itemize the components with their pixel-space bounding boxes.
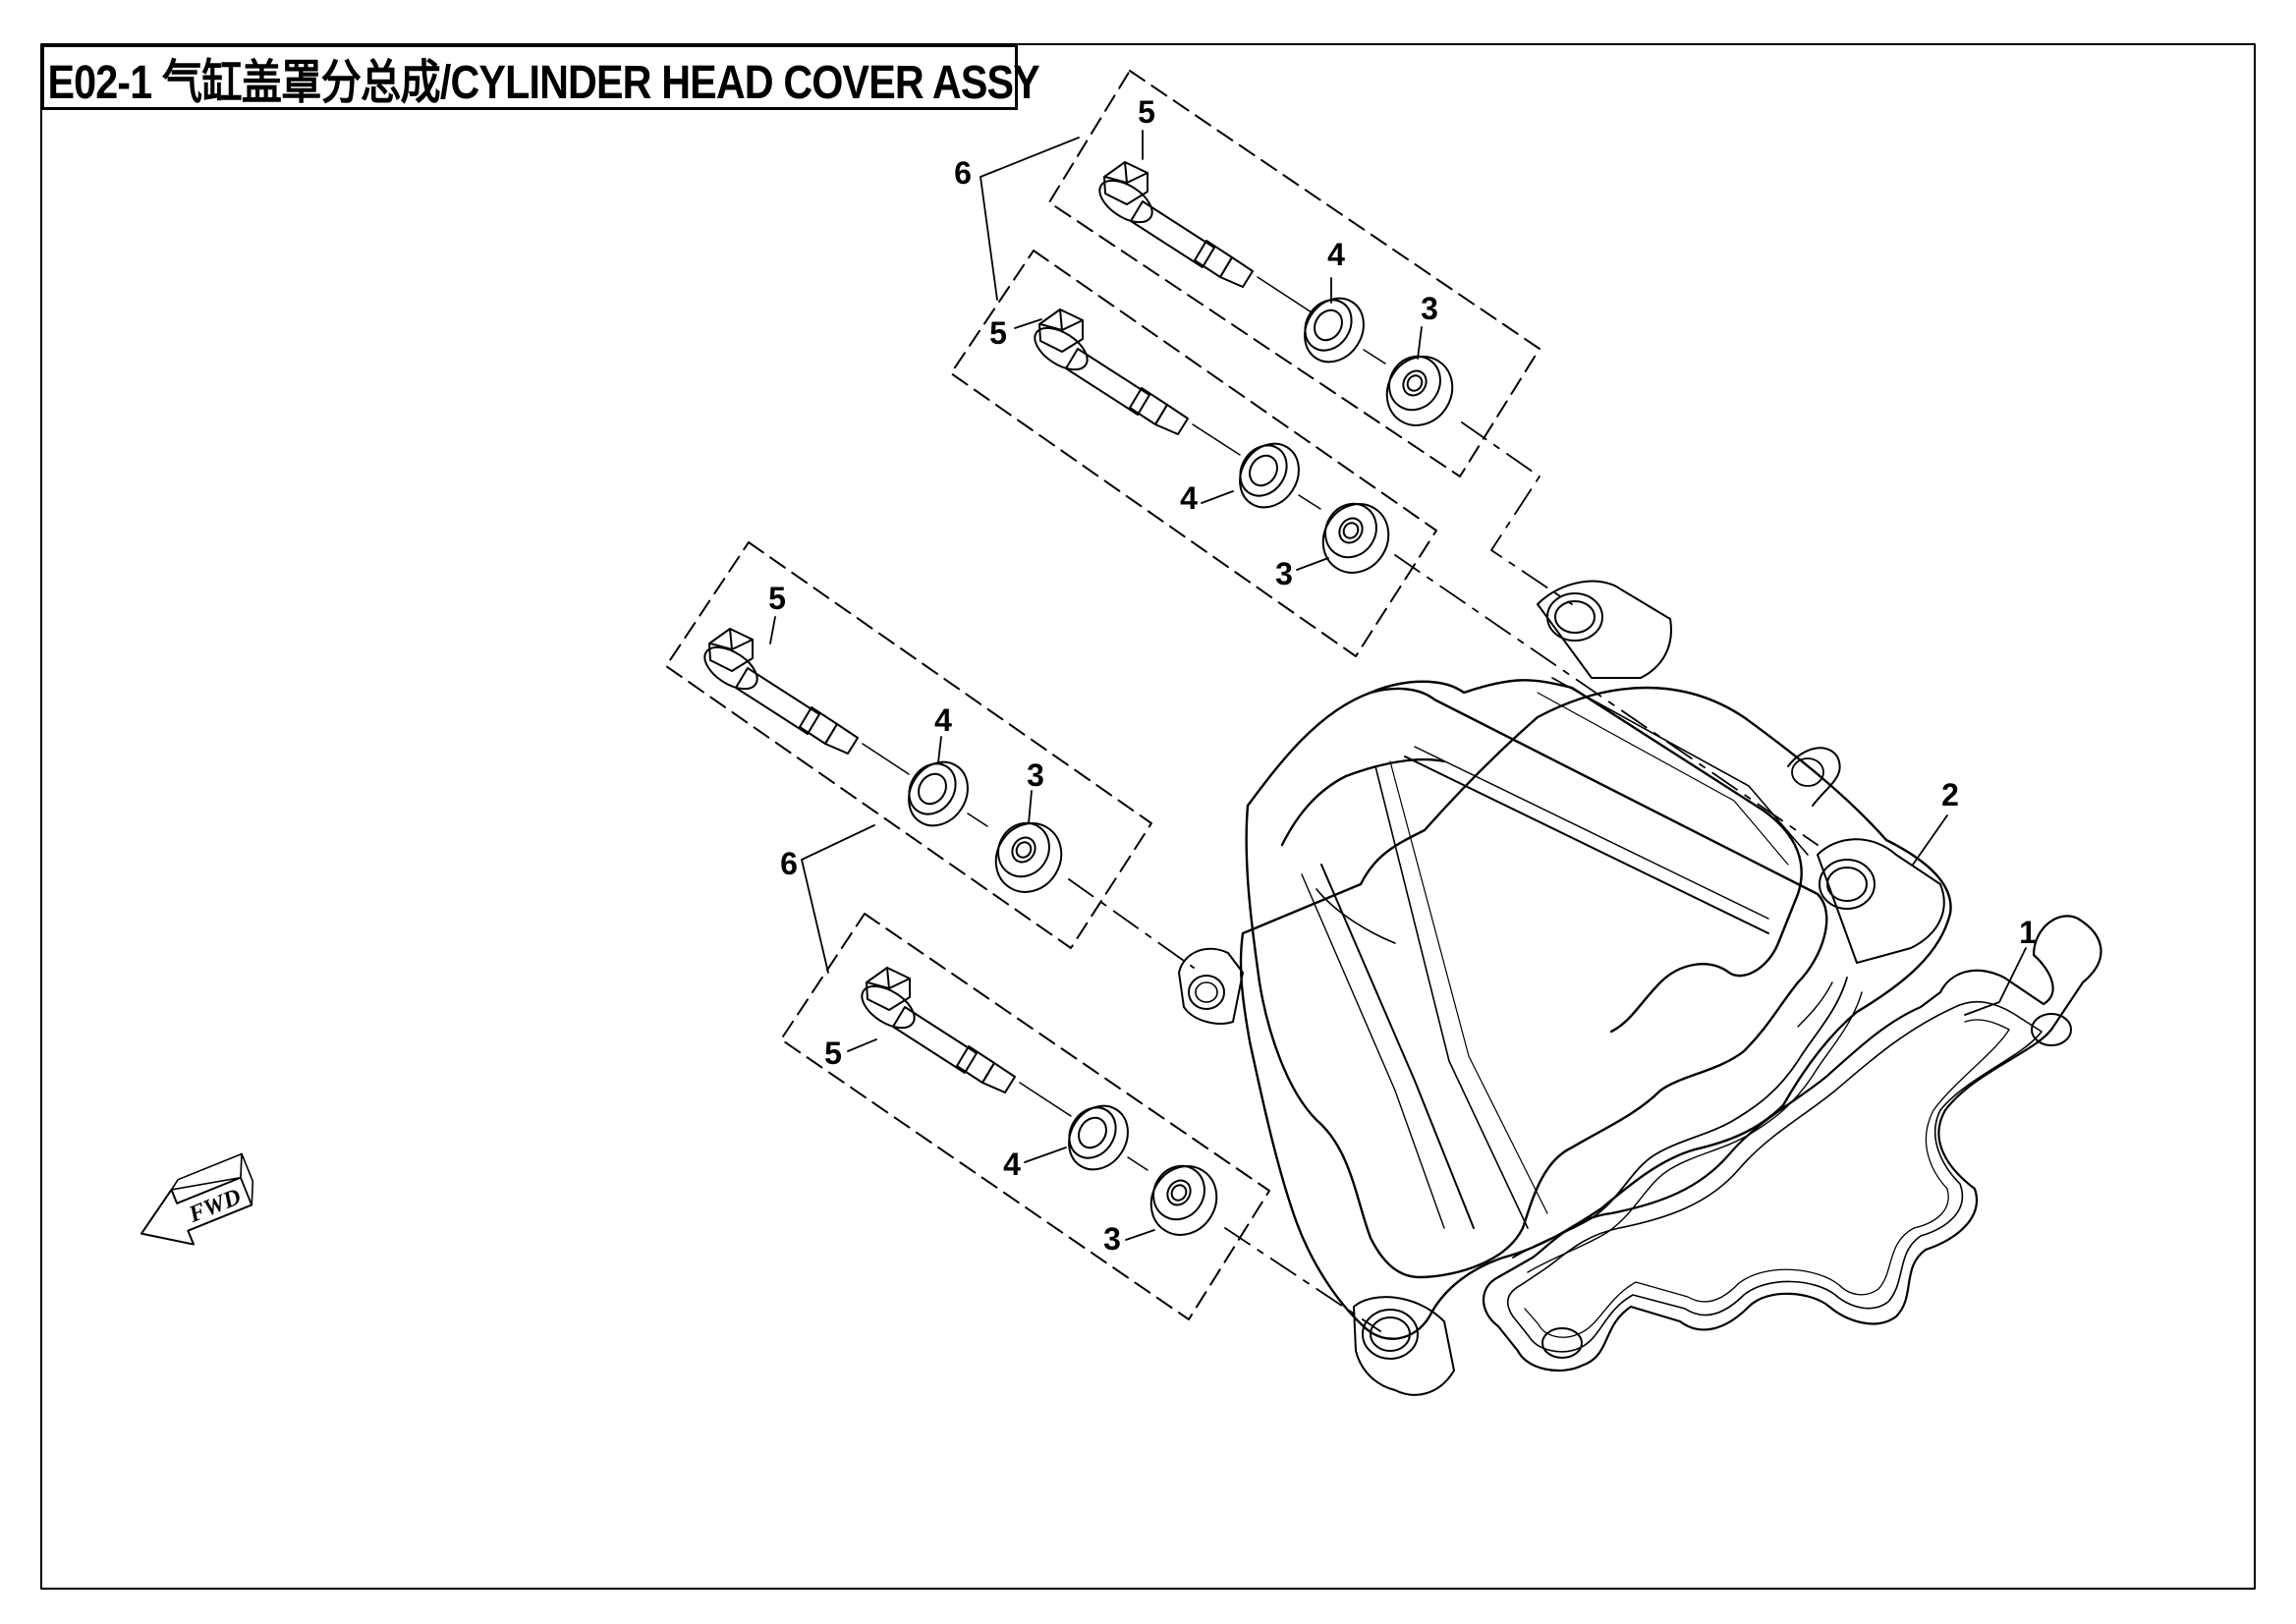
- bolt-5: [1098, 161, 1313, 313]
- nut-3: [994, 821, 1063, 893]
- diagram-title: E02-1 气缸盖罩分总成/CYLINDER HEAD COVER ASSY: [44, 43, 1039, 112]
- hardware-group-d: [780, 913, 1270, 1320]
- assembly-centerlines: [1068, 421, 1819, 1332]
- title-separator: /: [439, 56, 452, 109]
- washer-4: [1239, 442, 1321, 510]
- mount-boss-right: [1787, 747, 1945, 964]
- cover-gasket: [1483, 915, 2102, 1372]
- title-code: E02-1: [47, 56, 152, 109]
- page-border: [40, 43, 2256, 1590]
- group-d-boundary: [780, 913, 1270, 1320]
- bolt-5: [1034, 308, 1241, 456]
- callout-5: 5: [768, 581, 786, 616]
- callout-4: 4: [1003, 1147, 1021, 1182]
- hardware-group-c: [665, 541, 1152, 949]
- nut-3: [1149, 1164, 1218, 1236]
- bolt-5: [703, 628, 910, 775]
- leader-lines: [769, 130, 2027, 1241]
- callout-6: 6: [780, 846, 798, 881]
- callout-4: 4: [1327, 237, 1345, 272]
- bolt-5: [861, 967, 1072, 1117]
- nut-3: [1385, 355, 1454, 426]
- cylinder-head-cover: [1178, 580, 1952, 1396]
- group-b-boundary: [950, 250, 1437, 657]
- callout-2: 2: [1941, 777, 1959, 812]
- hardware-group-b: [950, 250, 1437, 657]
- nut-3: [1321, 502, 1390, 574]
- callout-5: 5: [824, 1036, 842, 1071]
- title-banner: E02-1 气缸盖罩分总成/CYLINDER HEAD COVER ASSY: [41, 44, 1040, 110]
- group-c-boundary: [665, 541, 1152, 949]
- callout-3: 3: [1275, 556, 1293, 591]
- hardware-group-a: [1048, 70, 1540, 477]
- mount-boss-top: [1537, 580, 1672, 679]
- callout-labels: 5 6 4 3 5 4 3 5 4 3 6 5 4 3 2 1: [768, 94, 2037, 1257]
- washer-4: [1068, 1104, 1148, 1171]
- callout-6: 6: [954, 155, 972, 191]
- callout-3: 3: [1421, 291, 1438, 326]
- callout-3: 3: [1027, 757, 1044, 793]
- washer-4: [908, 760, 988, 827]
- callout-5: 5: [989, 315, 1007, 351]
- mount-boss-bottom: [1353, 1296, 1455, 1396]
- callout-1: 1: [2019, 915, 2037, 950]
- washer-4: [1304, 297, 1386, 364]
- title-english: CYLINDER HEAD COVER ASSY: [450, 56, 1039, 109]
- mount-boss-left: [1178, 947, 1244, 1025]
- title-chinese: 气缸盖罩分总成: [161, 56, 441, 109]
- forward-arrow-icon: FWD: [140, 1152, 254, 1246]
- callout-4: 4: [934, 702, 952, 738]
- callout-3: 3: [1103, 1221, 1121, 1257]
- group-a-boundary: [1048, 70, 1540, 477]
- callout-4: 4: [1180, 480, 1198, 516]
- callout-5: 5: [1138, 94, 1155, 130]
